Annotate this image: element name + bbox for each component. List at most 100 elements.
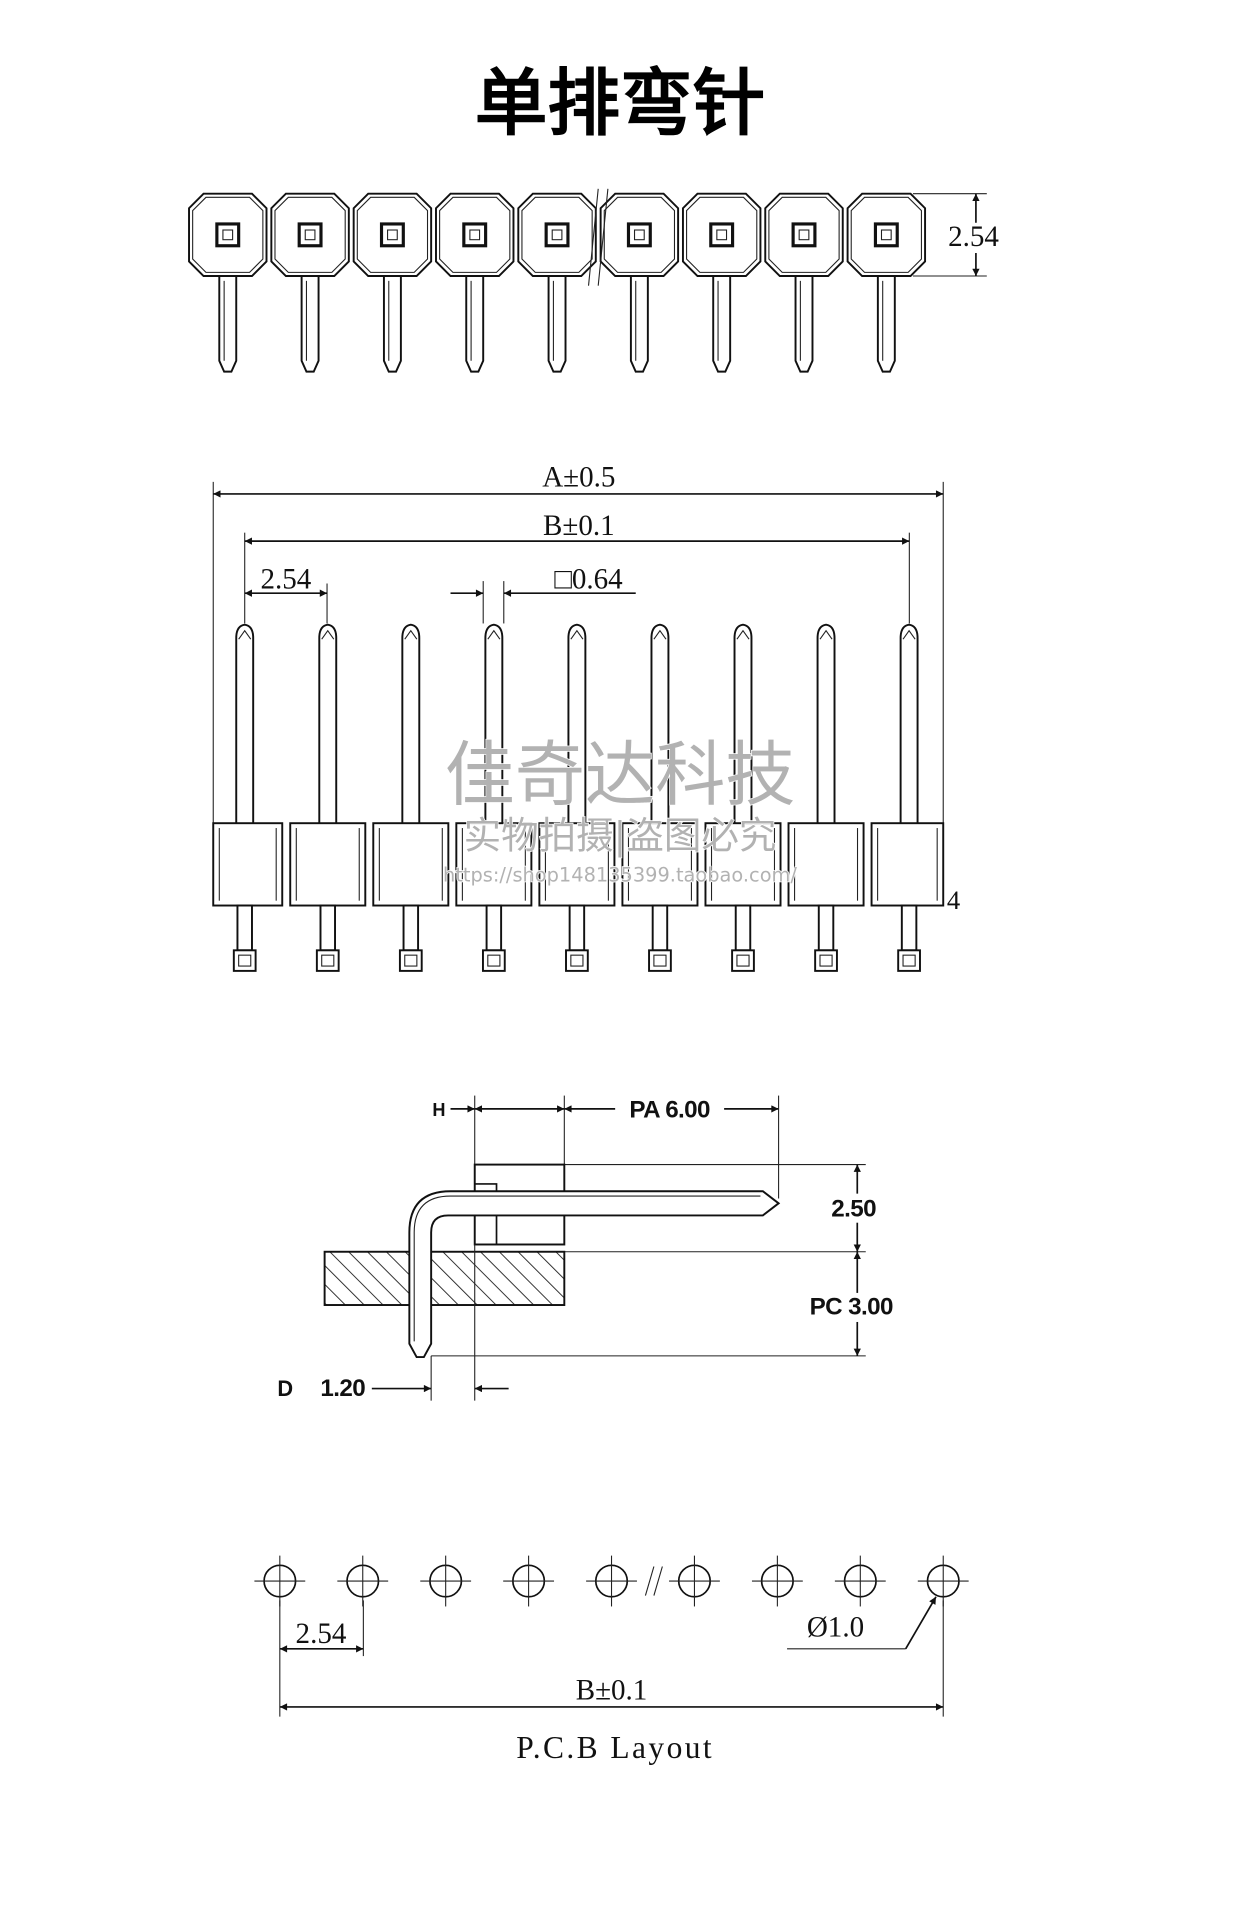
housing-octagon-inner xyxy=(521,196,593,273)
bent-pin-inner-line xyxy=(413,1195,761,1342)
top-pitch-label: 2.54 xyxy=(948,221,999,253)
pin-square-section xyxy=(462,222,488,248)
pc-dimension-label: PC 3.00 xyxy=(810,1294,893,1321)
pin-foot-inner xyxy=(487,954,501,967)
pin-square-inner xyxy=(222,229,234,241)
hole-diameter-label: Ø1.0 xyxy=(807,1612,864,1644)
pin-square-inner xyxy=(304,229,316,241)
label-background xyxy=(615,1093,725,1124)
pin-tip-line xyxy=(238,629,252,640)
pin-upper xyxy=(318,623,338,824)
pin-tip-line xyxy=(819,629,833,640)
pin-square-section xyxy=(297,222,323,248)
housing-segment xyxy=(289,822,367,907)
pin-foot xyxy=(565,949,589,972)
pin-lower xyxy=(817,904,835,952)
pin-span-label: B±0.1 xyxy=(543,510,615,542)
front-view: A±0.5 B±0.1 2.54 □0.64 4 佳奇达科技 实物拍摄|盗图必究… xyxy=(212,462,960,972)
pin-square-section xyxy=(873,222,899,248)
pin-foot-inner xyxy=(321,954,335,967)
page-title: 单排弯针 xyxy=(475,62,766,146)
pin-square-section xyxy=(544,222,570,248)
pin-tip-line xyxy=(902,629,916,640)
housing-segment xyxy=(870,822,945,907)
label-background xyxy=(822,1193,886,1223)
pcb-board-section xyxy=(323,1250,566,1306)
label-background xyxy=(943,222,1004,254)
housing-step xyxy=(474,1183,498,1245)
pin-square-section xyxy=(709,222,735,248)
side-view: H PA 6.00 2.50 PC 3.00 D 1.20 xyxy=(277,1093,905,1402)
pin-foot xyxy=(232,949,257,972)
break-mark xyxy=(644,1566,655,1596)
pin-upper xyxy=(733,623,753,824)
pin-lower xyxy=(402,904,420,952)
d-dimension-value: 1.20 xyxy=(320,1375,365,1402)
pin-upper xyxy=(816,623,836,824)
pin-foot-inner xyxy=(653,954,667,967)
housing-octagon-inner xyxy=(192,196,264,273)
pin-leg xyxy=(465,273,485,373)
pin-square-inner xyxy=(469,229,481,241)
housing-octagon-inner xyxy=(850,196,922,273)
pin-upper xyxy=(401,623,421,824)
pin-square-inner xyxy=(633,229,645,241)
pin-foot xyxy=(814,949,838,972)
pcb-span-label: B±0.1 xyxy=(576,1675,648,1707)
pin-upper xyxy=(650,623,670,824)
pin-lower xyxy=(900,904,918,952)
pin-size-label: □0.64 xyxy=(554,563,623,595)
pin-leg xyxy=(382,273,402,373)
pin-upper xyxy=(235,623,255,824)
pin-lower xyxy=(734,904,752,952)
pcb-hole-row xyxy=(254,1555,969,1607)
pin-square-inner xyxy=(716,229,728,241)
height-dimension-label: 2.50 xyxy=(831,1196,876,1223)
watermark-notice: 实物拍摄|盗图必究 xyxy=(464,814,777,859)
front-pitch-label: 2.54 xyxy=(260,563,311,595)
pin-upper xyxy=(484,623,504,824)
pin-foot-inner xyxy=(819,954,833,967)
break-mark xyxy=(587,188,599,286)
pin-foot xyxy=(897,949,921,972)
pin-lower xyxy=(651,904,669,952)
pin-foot-inner xyxy=(736,954,750,967)
d-dimension-label: D xyxy=(277,1376,292,1401)
pin-tip-line xyxy=(736,629,750,640)
pin-leg xyxy=(547,273,567,373)
housing-segment xyxy=(372,822,450,907)
pin-lower xyxy=(485,904,503,952)
pin-foot xyxy=(481,949,506,972)
housing-height-label: 4 xyxy=(947,885,960,915)
pcb-layout-caption: P.C.B Layout xyxy=(516,1730,714,1765)
pin-upper xyxy=(899,623,919,824)
label-background xyxy=(797,1292,905,1322)
bent-pin xyxy=(408,1190,781,1359)
pin-lower xyxy=(236,904,253,952)
pin-leg xyxy=(876,273,896,373)
pcb-layout-view: 2.54 Ø1.0 B±0.1 P.C.B Layout xyxy=(254,1555,969,1765)
break-mark xyxy=(597,188,609,286)
watermark-url: https://shop148135399.taobao.com/ xyxy=(443,863,797,886)
housing-segment xyxy=(787,822,865,907)
top-view-pin-row xyxy=(188,192,927,373)
pin-tip-line xyxy=(321,629,335,640)
pin-square-inner xyxy=(551,229,563,241)
housing-segment xyxy=(538,822,616,907)
pin-foot-inner xyxy=(902,954,916,967)
pin-lower xyxy=(568,904,586,952)
pin-tip-line xyxy=(487,629,501,640)
h-dimension-label: H xyxy=(432,1100,445,1120)
pin-foot-inner xyxy=(238,954,252,967)
pin-square-section xyxy=(791,222,817,248)
pin-lower xyxy=(319,904,336,952)
pin-square-inner xyxy=(798,229,810,241)
pin-foot xyxy=(648,949,672,972)
housing-octagon-inner xyxy=(768,196,840,273)
pin-square-inner xyxy=(387,229,398,241)
pin-square-section xyxy=(215,222,241,248)
pa-dimension-label: PA 6.00 xyxy=(629,1096,710,1123)
housing-octagon-inner xyxy=(274,196,346,273)
watermark-brand: 佳奇达科技 xyxy=(444,734,795,816)
